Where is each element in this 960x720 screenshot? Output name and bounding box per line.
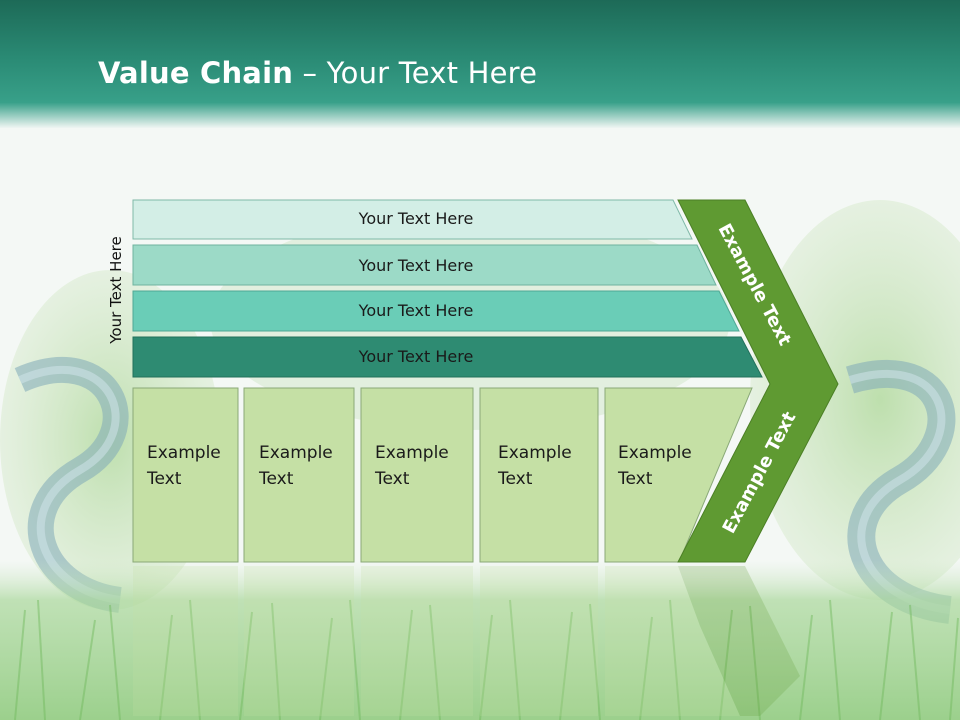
- box-label-5-line2: Text: [618, 469, 653, 489]
- box-label-4-line1: Example: [498, 443, 572, 463]
- box-1: [132, 387, 239, 563]
- grass: [0, 560, 960, 720]
- chevron: [677, 199, 839, 563]
- box-label-3-line1: Example: [375, 443, 449, 463]
- box-label-2-line1: Example: [259, 443, 333, 463]
- band-label-1: Your Text Here: [358, 209, 474, 228]
- side-label: Your Text Here: [107, 236, 125, 344]
- band-3: [132, 290, 740, 332]
- box-label-1-line2: Text: [147, 469, 182, 489]
- band-1: [132, 199, 693, 240]
- header-band: [0, 0, 960, 128]
- slide-title: Value Chain – Your Text Here: [98, 56, 537, 90]
- box-label-3-line2: Text: [375, 469, 410, 489]
- box-label-1-line1: Example: [147, 443, 221, 463]
- band-label-4: Your Text Here: [358, 347, 474, 366]
- box-4: [479, 387, 599, 563]
- box-2: [243, 387, 355, 563]
- band-4: [132, 336, 763, 378]
- band-label-2: Your Text Here: [358, 256, 474, 275]
- band-2: [132, 244, 717, 286]
- title-rest: – Your Text Here: [293, 56, 538, 90]
- band-label-3: Your Text Here: [358, 301, 474, 320]
- leaf-right: [750, 200, 960, 600]
- box-label-5-line1: Example: [618, 443, 692, 463]
- title-bold: Value Chain: [98, 56, 294, 90]
- box-label-2-line2: Text: [259, 469, 294, 489]
- box-label-4-line2: Text: [498, 469, 533, 489]
- box-3: [360, 387, 474, 563]
